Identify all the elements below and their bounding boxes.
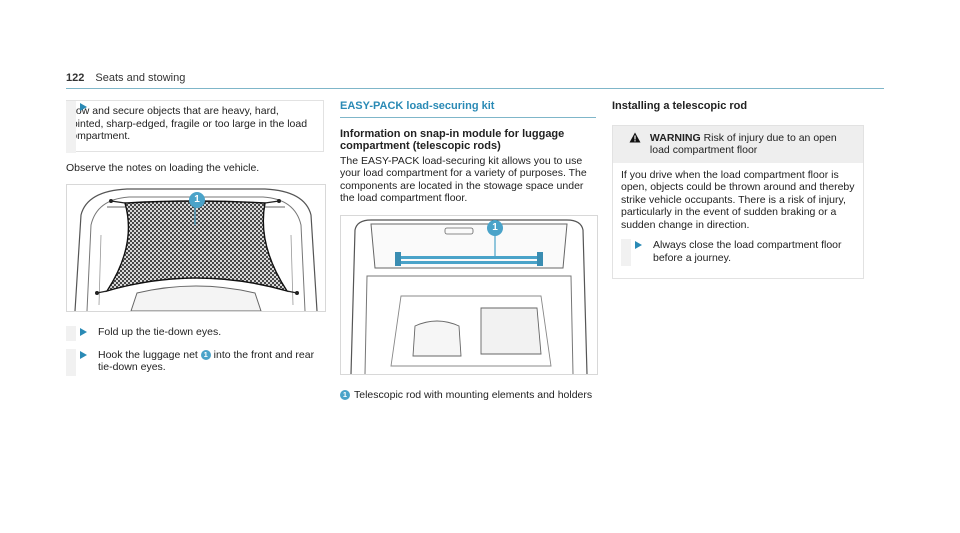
step-arrow-icon [80, 328, 87, 336]
step-arrow-icon [80, 350, 87, 359]
step-text: Always close the load compartment floor … [653, 239, 842, 264]
step-text-b: into the front and rear tie-down eyes. [98, 348, 315, 374]
step-text: Stow and secure objects that are heavy, … [66, 105, 308, 142]
warning-header: WARNING Risk of injury due to an open lo… [613, 125, 863, 163]
step-bar [66, 101, 76, 153]
warning-body: If you drive when the load compartment f… [613, 163, 863, 279]
step-bar [621, 239, 631, 266]
step-text: Fold up the tie-down eyes. [98, 326, 222, 338]
step-fold-eyes: Fold up the tie-down eyes. [66, 326, 324, 341]
page-header: 122 Seats and stowing [66, 72, 185, 84]
step-bar [66, 348, 76, 376]
luggage-net-drawing [74, 188, 318, 311]
luggage-net-illustration: 1 [66, 184, 326, 312]
column-1: Stow and secure objects that are heavy, … [66, 100, 326, 384]
step-arrow-icon [635, 241, 642, 249]
column-2: EASY-PACK load-securing kit Information … [340, 100, 598, 402]
subheading-snap-in: Information on snap-in module for luggag… [340, 127, 565, 153]
step-secure-objects: Stow and secure objects that are heavy, … [66, 100, 324, 153]
page-number: 122 [66, 72, 85, 84]
section-title: Seats and stowing [95, 72, 186, 84]
warning-label: WARNING [649, 131, 701, 144]
callout-1-inline: 1 [200, 349, 211, 360]
callout-1: 1 [487, 219, 503, 236]
header-rule [66, 88, 884, 89]
section-heading-install: Installing a telescopic rod [612, 100, 748, 112]
caption-text: Telescopic rod with mounting elements an… [354, 388, 593, 401]
step-arrow-icon [80, 103, 87, 111]
step-hook-net: Hook the luggage net 1 into the front an… [66, 348, 324, 376]
telescopic-rod-illustration: 1 [340, 214, 598, 375]
warning-triangle-icon [629, 132, 641, 147]
step-bar [66, 326, 76, 341]
callout-1-legend: 1 [340, 389, 350, 400]
easy-pack-description: The EASY-PACK load-securing kit allows y… [340, 154, 587, 205]
observe-note: Observe the notes on loading the vehicle… [66, 161, 260, 174]
warning-text: If you drive when the load compartment f… [621, 168, 855, 231]
step-text-a: Hook the luggage net [98, 348, 198, 361]
callout-1: 1 [189, 192, 205, 208]
heading-rule [340, 116, 596, 118]
figure-caption: 1 Telescopic rod with mounting elements … [340, 389, 596, 402]
telescopic-rod-drawing [350, 218, 588, 374]
step-close-floor: Always close the load compartment floor … [621, 239, 855, 266]
section-heading-easy-pack: EASY-PACK load-securing kit [340, 100, 495, 112]
warning-heading: Risk of injury due to an open load compa… [649, 131, 837, 157]
column-3: Installing a telescopic rod WARNING Risk… [612, 100, 864, 279]
warning-box: WARNING Risk of injury due to an open lo… [612, 124, 864, 279]
